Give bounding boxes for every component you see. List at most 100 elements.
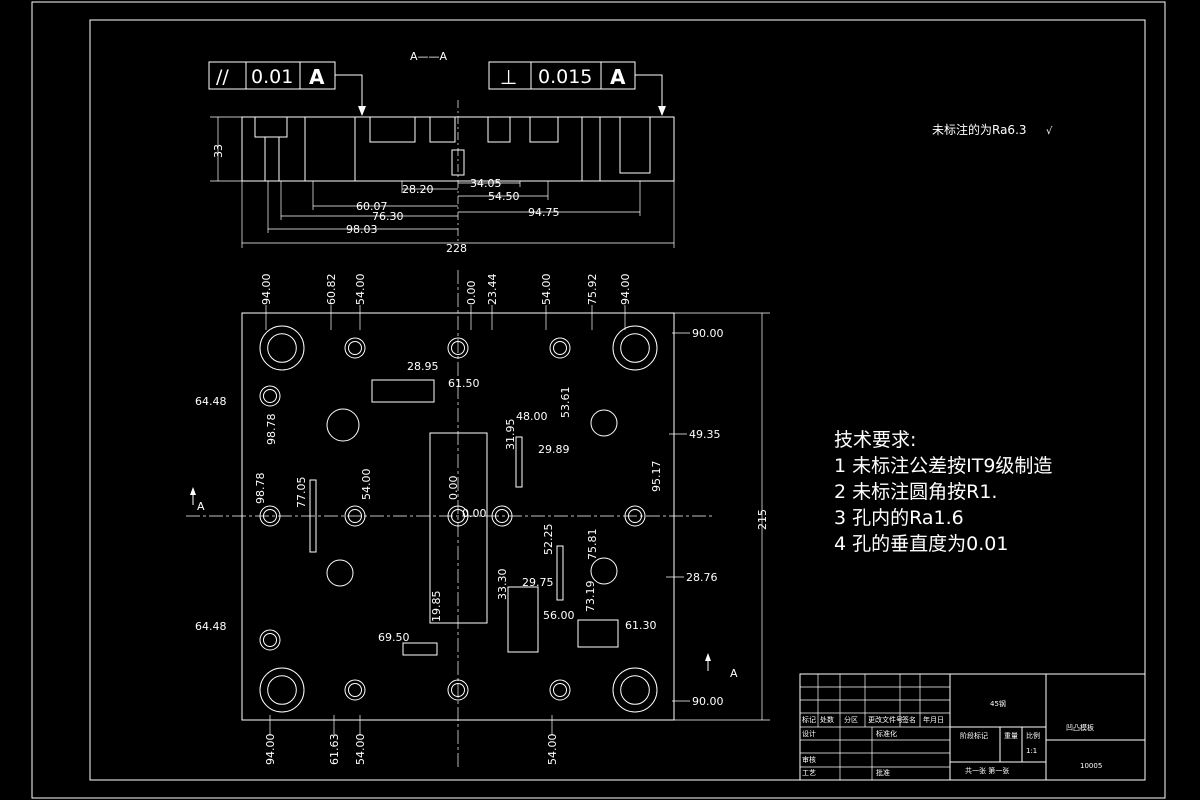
roughness-symbol-icon: √ <box>1046 126 1053 137</box>
tb-material: 45钢 <box>990 699 1006 708</box>
plan-right-dim-3: 90.00 <box>692 695 724 708</box>
inner-frame <box>89 19 1146 781</box>
section-dim-3: 60.07 <box>356 200 388 213</box>
plan-inner-dim-18: 19.85 <box>430 591 443 623</box>
plan-top-dim-5: 54.00 <box>540 274 553 306</box>
plan-top-dim-6: 75.92 <box>586 274 599 306</box>
plan-top-dim-4: 23.44 <box>486 274 499 306</box>
section-view: A——A // 0.01 A ⊥ 0.015 A <box>208 50 675 255</box>
plan-bottom-dim-0: 94.00 <box>264 734 277 766</box>
hole-0 <box>259 325 305 371</box>
tb-label-sign: 签名 <box>902 715 916 724</box>
tolerance-frame-perpendicular: ⊥ 0.015 A <box>488 61 666 116</box>
plan-dimension-labels: 94.00 60.82 54.00 0.00 23.44 54.00 75.92 94.00 9… <box>195 274 724 766</box>
plan-inner-dim-10: 95.17 <box>650 461 663 493</box>
tb-label-standard: 标准化 <box>876 729 897 738</box>
parallel-value: 0.01 <box>251 66 293 88</box>
plan-inner-dim-17: 61.30 <box>625 619 657 632</box>
hole-5 <box>259 629 281 651</box>
plan-bottom-dim-2: 54.00 <box>354 734 367 766</box>
title-block: 45钢 凹凸模板 10005 比例 1:1 共一张 第一张 标记 处数 分区 更… <box>799 673 1146 781</box>
hole-7 <box>344 505 366 527</box>
tb-label-review: 审核 <box>802 755 816 764</box>
plan-inner-dim-16: 73.19 <box>584 581 597 613</box>
plan-inner-dim-7: 54.00 <box>360 469 373 501</box>
plan-inner-dim-3: 48.00 <box>516 410 548 423</box>
perpendicular-value: 0.015 <box>538 66 592 88</box>
requirements-title: 技术要求: <box>834 429 916 451</box>
plan-inner-dim-19: 69.50 <box>378 631 410 644</box>
tb-scale: 1:1 <box>1026 747 1037 755</box>
requirement-1: 1 未标注公差按IT9级制造 <box>834 455 1052 477</box>
parallel-datum: A <box>309 65 325 89</box>
section-height-dim: 33 <box>212 144 225 158</box>
plan-inner-dim-13: 29.75 <box>522 576 554 589</box>
plan-inner-dim-8: 0.00 <box>447 476 460 501</box>
plan-inner-dim-0: 28.95 <box>407 360 439 373</box>
tolerance-frame-parallel: // 0.01 A <box>208 61 366 116</box>
tb-part-name: 凹凸模板 <box>1066 723 1094 732</box>
pin-hole-1 <box>590 409 618 437</box>
tb-label-mark: 标记 <box>802 715 816 724</box>
hole-14 <box>344 679 366 701</box>
plan-top-dim-0: 94.00 <box>260 274 273 306</box>
plan-top-dim-2: 54.00 <box>354 274 367 306</box>
tb-label-approve: 批准 <box>876 768 890 777</box>
plan-left-dim-0: 64.48 <box>195 395 227 408</box>
plan-left-dim-3: 64.48 <box>195 620 227 633</box>
plan-bottom-dim-1: 61.63 <box>328 734 341 766</box>
requirement-2: 2 未标注圆角按R1. <box>834 481 997 503</box>
section-dim-2: 54.50 <box>488 190 520 203</box>
plan-top-dim-7: 94.00 <box>619 274 632 306</box>
plan-left-dim-1: 98.78 <box>265 414 278 446</box>
perpendicular-datum: A <box>610 65 626 89</box>
plan-inner-dim-1: 61.50 <box>448 377 480 390</box>
plan-right-dim-2: 28.76 <box>686 571 718 584</box>
pin-hole-2 <box>326 559 354 587</box>
section-dim-0: 28.20 <box>402 183 434 196</box>
plan-top-dim-3: 0.00 <box>465 281 478 306</box>
plan-right-dim-1: 49.35 <box>689 428 721 441</box>
outer-frame <box>31 1 1166 799</box>
tb-scale-label: 比例 <box>1026 731 1040 740</box>
requirement-3: 3 孔内的Ra1.6 <box>834 507 964 529</box>
hole-15 <box>447 679 469 701</box>
plan-inner-dim-14: 33.30 <box>496 569 509 601</box>
hole-4 <box>259 385 281 407</box>
section-mark-right: A <box>730 667 738 680</box>
plan-inner-dim-4: 31.95 <box>504 419 517 451</box>
section-mark-left: A <box>197 500 205 513</box>
plan-left-dim-2: 98.78 <box>254 473 267 505</box>
section-dim-5: 94.75 <box>528 206 560 219</box>
tb-label-date: 年月日 <box>923 715 944 724</box>
roughness-note: 未标注的为Ra6.3 <box>932 122 1027 137</box>
hole-10 <box>344 337 366 359</box>
requirement-4: 4 孔的垂直度为0.01 <box>834 533 1008 555</box>
tb-label-count: 处数 <box>820 715 834 724</box>
plan-inner-dim-6: 77.05 <box>295 477 308 509</box>
tb-label-stage: 阶段标记 <box>960 731 988 740</box>
holes <box>259 325 658 713</box>
perpendicular-symbol: ⊥ <box>500 65 517 89</box>
tb-label-zone: 分区 <box>844 715 858 724</box>
plan-top-dim-1: 60.82 <box>325 274 338 306</box>
tb-label-weight: 重量 <box>1004 732 1018 740</box>
hole-3 <box>612 667 658 713</box>
section-dim-6: 98.03 <box>346 223 378 236</box>
section-overall-dim: 228 <box>446 242 467 255</box>
hole-16 <box>549 679 571 701</box>
hole-2 <box>259 667 305 713</box>
pin-hole-3 <box>590 557 618 585</box>
plan-inner-dim-15: 56.00 <box>543 609 575 622</box>
plan-right-dim-0: 90.00 <box>692 327 724 340</box>
tb-drawing-no: 10005 <box>1080 762 1102 770</box>
plan-inner-dim-12: 75.81 <box>586 529 599 561</box>
plan-bottom-dim-3: 54.00 <box>546 734 559 766</box>
technical-requirements: 技术要求: 1 未标注公差按IT9级制造 2 未标注圆角按R1. 3 孔内的Ra… <box>834 429 1052 555</box>
section-dim-1: 34.05 <box>470 177 502 190</box>
plan-inner-dim-5: 29.89 <box>538 443 570 456</box>
hole-6 <box>259 505 281 527</box>
